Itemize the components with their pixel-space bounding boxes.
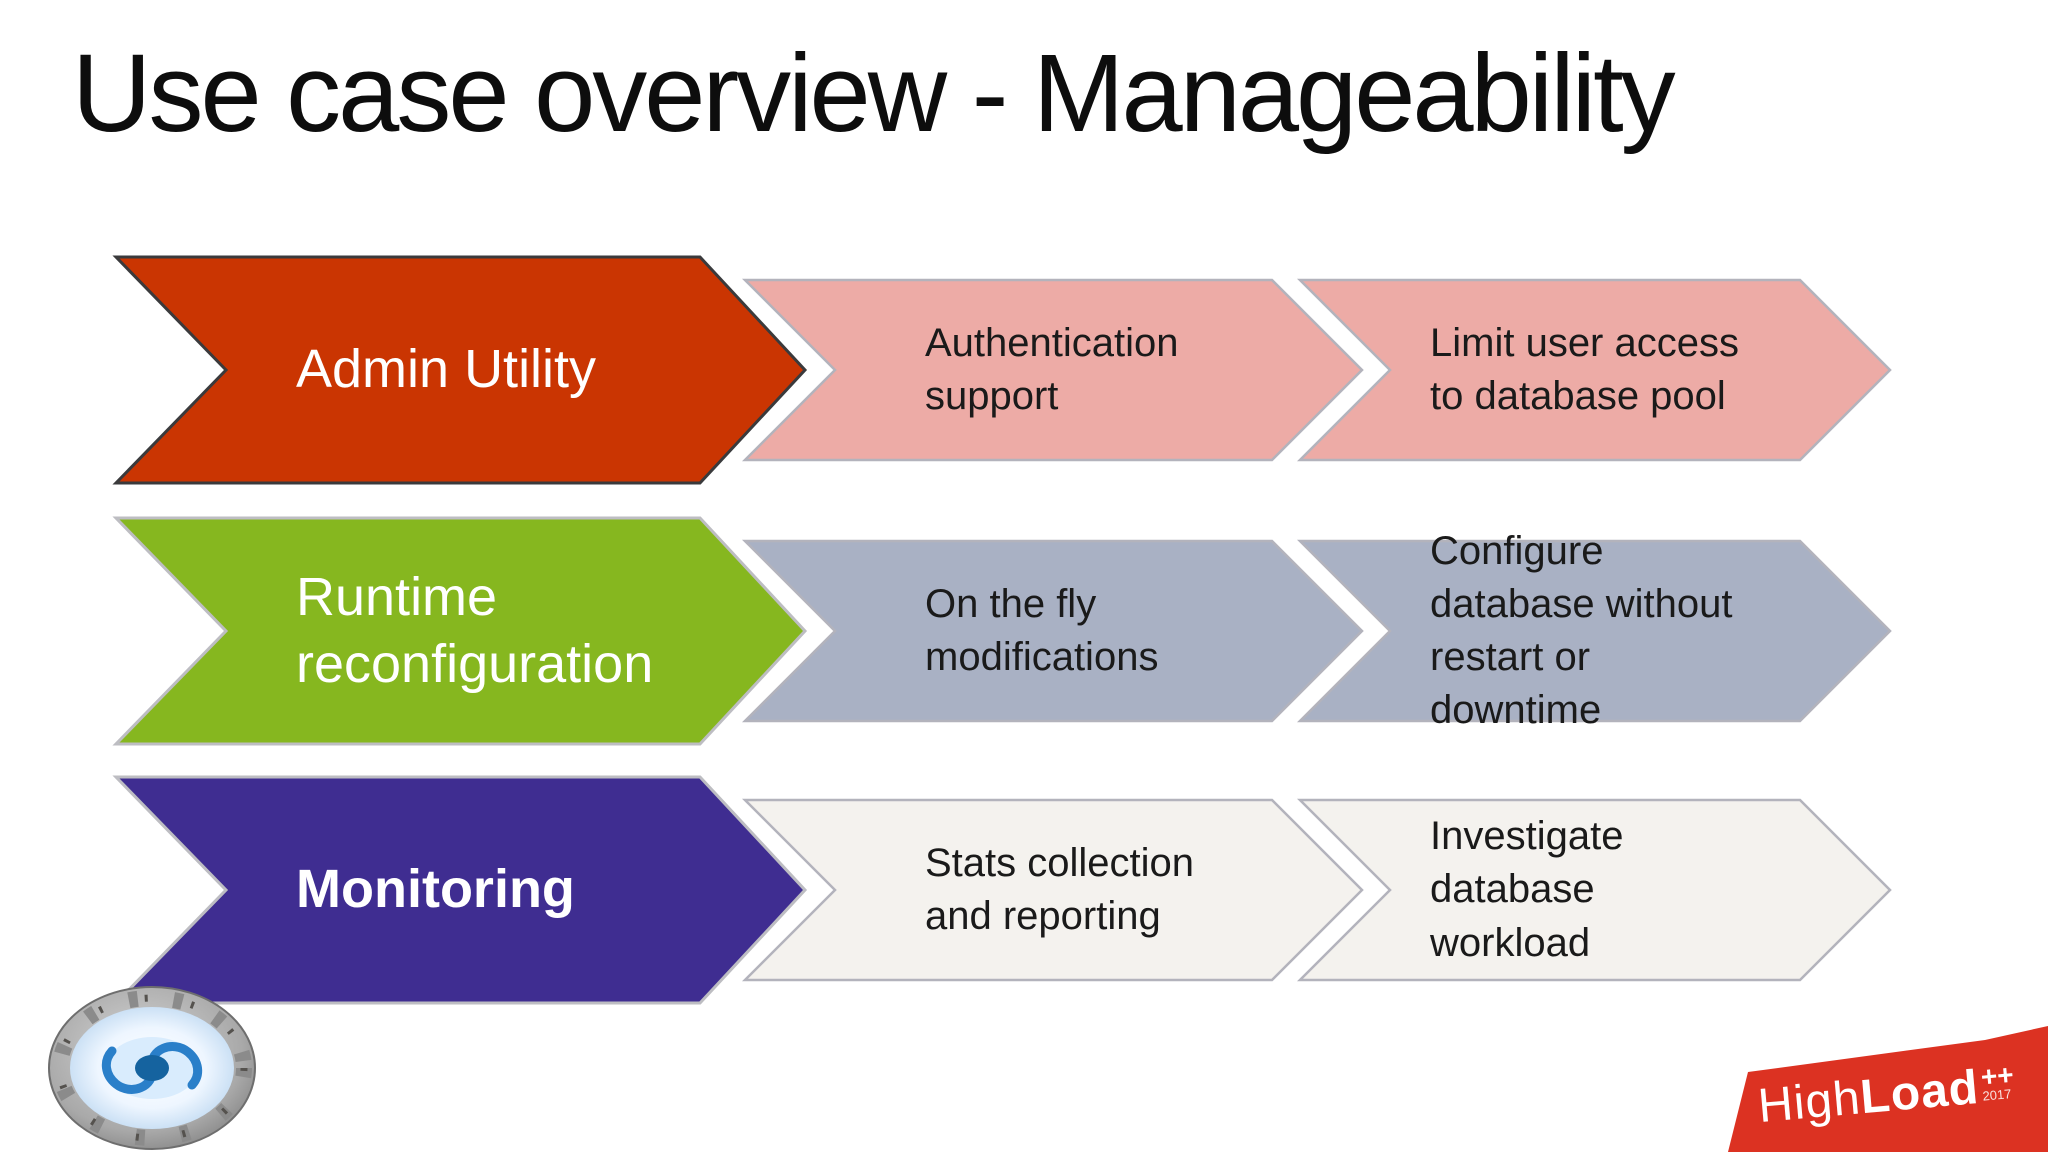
step-label-on-the-fly-modifications: On the fly modifications xyxy=(925,541,1385,721)
text-line: and reporting xyxy=(925,894,1161,938)
step-label-investigate-workload: Investigate database workload xyxy=(1430,800,1910,980)
text-line: Limit user access xyxy=(1430,320,1739,365)
text-line: database xyxy=(1430,867,1595,912)
highload-banner-polygon xyxy=(1728,1026,2048,1152)
logo-spiral-arms xyxy=(101,1042,203,1094)
step-label-configure-database: Configure database without restart or do… xyxy=(1430,529,1910,733)
arrow-label-monitoring: Monitoring xyxy=(296,777,716,1003)
text-line: restart or xyxy=(1430,635,1591,679)
logo-galaxy-core xyxy=(135,1055,169,1081)
highload-light-text: High xyxy=(1755,1071,1863,1134)
text-line: Authentication xyxy=(925,320,1179,365)
chevron-authentication-support xyxy=(741,278,1364,462)
text-line: Admin Utility xyxy=(296,339,597,400)
arrow-monitoring xyxy=(112,775,808,1005)
logo-rim-glyphs xyxy=(56,994,248,1142)
arrow-label-admin-utility: Admin Utility xyxy=(296,257,716,483)
text-line: workload xyxy=(1430,920,1591,965)
text-line: On the fly xyxy=(925,581,1097,626)
arrow-admin-utility xyxy=(112,255,808,485)
step-label-authentication-support: Authentication support xyxy=(925,280,1385,460)
text-line: Runtime xyxy=(296,566,498,627)
highload-plusplus: ++ xyxy=(1979,1058,2015,1093)
highload-year: 2017 xyxy=(1981,1086,2013,1104)
chevron-on-the-fly-modifications xyxy=(741,539,1364,723)
page-title: Use case overview - Manageability xyxy=(72,32,1676,155)
highload-bold-text: Load xyxy=(1858,1061,1982,1125)
chevron-configure-database xyxy=(1296,539,1892,723)
text-line: reconfiguration xyxy=(296,634,654,694)
highload-banner-shape xyxy=(1728,1026,2048,1152)
text-line: downtime xyxy=(1430,688,1602,733)
step-label-stats-collection: Stats collection and reporting xyxy=(925,800,1385,980)
chevron-stats-collection xyxy=(741,798,1364,982)
spiral-galaxy-logo-icon xyxy=(48,986,256,1150)
text-line: Configure xyxy=(1430,528,1604,573)
text-line: Investigate xyxy=(1430,814,1624,859)
text-line: database without xyxy=(1430,581,1733,626)
text-line: Stats collection xyxy=(925,840,1195,885)
text-line: modifications xyxy=(925,635,1159,679)
chevron-limit-user-access xyxy=(1296,278,1892,462)
arrow-runtime-reconfiguration xyxy=(112,516,808,746)
text-line: support xyxy=(925,374,1059,418)
text-line: Monitoring xyxy=(296,859,575,920)
arrow-label-runtime-reconfiguration: Runtime reconfiguration xyxy=(296,518,716,744)
text-line: to database pool xyxy=(1430,374,1726,418)
chevron-investigate-workload xyxy=(1296,798,1892,982)
step-label-limit-user-access: Limit user access to database pool xyxy=(1430,280,1910,460)
